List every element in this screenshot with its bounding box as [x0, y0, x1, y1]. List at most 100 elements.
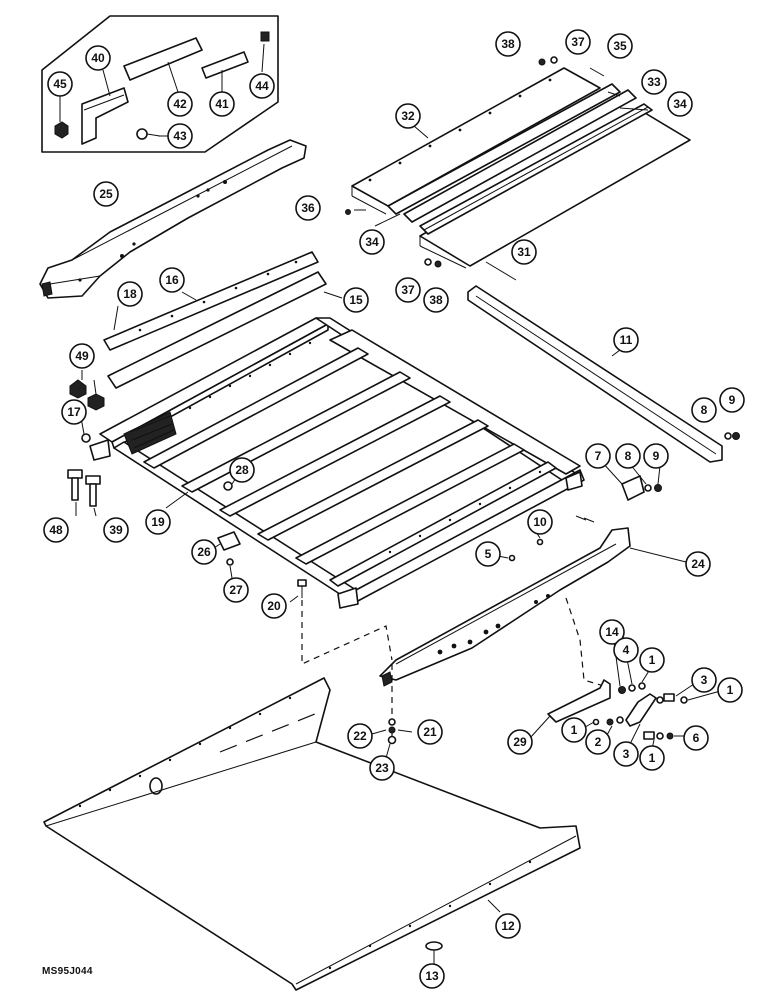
bracket-40	[81, 87, 129, 145]
callout-36: 36	[295, 195, 321, 221]
callout-34-left: 34	[359, 229, 385, 255]
bolt-48	[67, 469, 83, 501]
svg-text:43: 43	[173, 129, 187, 143]
svg-text:35: 35	[613, 39, 627, 53]
svg-text:27: 27	[229, 583, 243, 597]
assembly-guides	[301, 597, 605, 738]
svg-text:34: 34	[365, 235, 379, 249]
clip-13	[425, 941, 443, 964]
svg-text:13: 13	[425, 969, 439, 983]
callout-43: 43	[167, 123, 193, 149]
callout-37-bottom: 37	[395, 277, 421, 303]
ladder-frame-19	[89, 317, 585, 609]
svg-text:16: 16	[165, 273, 179, 287]
svg-text:33: 33	[647, 75, 661, 89]
callout-4: 4	[613, 637, 639, 663]
callout-6: 6	[683, 725, 709, 751]
callout-17: 17	[61, 399, 87, 425]
fasteners-8-9-top	[724, 432, 740, 440]
svg-text:19: 19	[151, 515, 165, 529]
callout-41: 41	[209, 91, 235, 117]
callout-23: 23	[369, 755, 395, 781]
callout-5: 5	[475, 541, 501, 567]
svg-text:24: 24	[691, 557, 705, 571]
callout-1-c: 1	[561, 717, 587, 743]
callout-16: 16	[159, 267, 185, 293]
svg-text:38: 38	[501, 37, 515, 51]
callout-33: 33	[641, 69, 667, 95]
callout-29: 29	[507, 729, 533, 755]
svg-text:31: 31	[517, 245, 531, 259]
callout-26: 26	[191, 539, 217, 565]
svg-text:38: 38	[429, 293, 443, 307]
callout-12: 12	[495, 913, 521, 939]
svg-text:39: 39	[109, 523, 123, 537]
callout-35: 35	[607, 33, 633, 59]
callout-31: 31	[511, 239, 537, 265]
svg-text:41: 41	[215, 97, 229, 111]
svg-text:3: 3	[701, 673, 708, 687]
callout-19: 19	[145, 509, 171, 535]
callout-9-top: 9	[719, 387, 745, 413]
bottom-pan-12	[43, 677, 581, 991]
callout-25: 25	[93, 181, 119, 207]
callout-13: 13	[419, 963, 445, 989]
channel-33	[403, 89, 637, 223]
callout-42: 42	[167, 91, 193, 117]
front-strip-15	[107, 271, 327, 389]
svg-text:37: 37	[571, 35, 585, 49]
svg-text:1: 1	[649, 653, 656, 667]
callout-1-d: 1	[639, 745, 665, 771]
callout-49: 49	[69, 343, 95, 369]
deck-fasteners	[345, 56, 605, 268]
callout-20: 20	[261, 593, 287, 619]
callout-21: 21	[417, 719, 443, 745]
svg-text:36: 36	[301, 201, 315, 215]
callout-48: 48	[43, 517, 69, 543]
svg-text:37: 37	[401, 283, 415, 297]
callout-8-mid: 8	[615, 443, 641, 469]
callout-45: 45	[47, 71, 73, 97]
callout-15: 15	[343, 287, 369, 313]
callout-3-b: 3	[613, 741, 639, 767]
svg-text:7: 7	[595, 449, 602, 463]
plate-26	[213, 531, 241, 579]
side-rail-25	[39, 139, 307, 299]
svg-text:26: 26	[197, 545, 211, 559]
inset-detail-box	[41, 15, 279, 153]
svg-text:44: 44	[255, 79, 269, 93]
svg-text:10: 10	[533, 515, 547, 529]
callout-38-bottom: 38	[423, 287, 449, 313]
callout-22: 22	[347, 723, 373, 749]
angle-rail-11	[467, 285, 723, 463]
callout-7: 7	[585, 443, 611, 469]
frame-grille	[123, 411, 177, 455]
channel-34-lower	[419, 103, 653, 235]
svg-text:1: 1	[727, 683, 734, 697]
callout-28: 28	[229, 457, 255, 483]
callout-3-a: 3	[691, 667, 717, 693]
svg-text:48: 48	[49, 523, 63, 537]
callout-11: 11	[613, 327, 639, 353]
callout-1-a: 1	[639, 647, 665, 673]
channel-34-upper	[387, 83, 621, 215]
svg-text:3: 3	[623, 747, 630, 761]
bolt-44	[260, 31, 270, 42]
svg-text:21: 21	[423, 725, 437, 739]
nut-45	[54, 121, 69, 139]
svg-text:40: 40	[91, 51, 105, 65]
svg-text:45: 45	[53, 77, 67, 91]
bolt-39	[85, 475, 101, 507]
svg-text:12: 12	[501, 919, 515, 933]
nuts-21-22-23	[371, 718, 413, 759]
svg-text:5: 5	[485, 547, 492, 561]
callout-2: 2	[585, 729, 611, 755]
svg-text:28: 28	[235, 463, 249, 477]
svg-text:25: 25	[99, 187, 113, 201]
callout-9-mid: 9	[643, 443, 669, 469]
svg-text:2: 2	[595, 735, 602, 749]
callout-1-b: 1	[717, 677, 743, 703]
left-hardware	[67, 370, 105, 517]
callout-37-top: 37	[565, 29, 591, 55]
